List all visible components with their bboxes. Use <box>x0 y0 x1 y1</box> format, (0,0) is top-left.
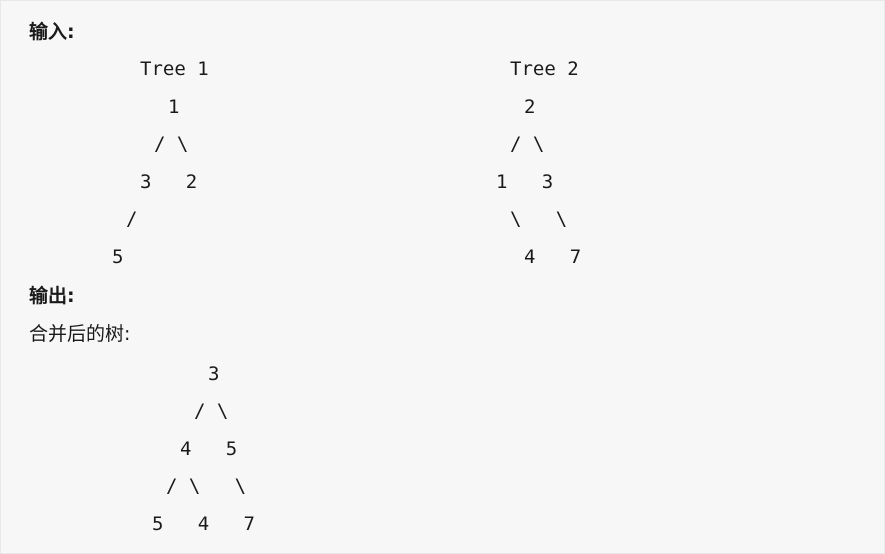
merged-nodes-level2: 4 5 <box>180 438 238 460</box>
tree2-nodes-level3: 4 7 <box>524 246 582 268</box>
merged-node-3: 3 <box>208 363 220 385</box>
merged-edges-level2: / \ \ <box>166 475 247 497</box>
output-label: 输出: <box>29 285 75 307</box>
tree2-nodes-level2: 1 3 <box>496 171 554 193</box>
tree1-node-5: 5 <box>112 246 124 268</box>
tree1-edges-root: / \ <box>154 133 189 155</box>
tree1-nodes-level2: 3 2 <box>140 171 198 193</box>
merged-edges-root: / \ <box>194 400 229 422</box>
tree1-node-1: 1 <box>168 96 180 118</box>
tree2-edges-root: / \ <box>510 133 545 155</box>
merged-tree-label: 合并后的树: <box>29 323 131 345</box>
tree2-node-2: 2 <box>524 96 536 118</box>
tree1-title: Tree 1 <box>140 58 209 80</box>
tree2-title: Tree 2 <box>510 58 579 80</box>
tree2-edges-level2: \ \ <box>510 208 568 230</box>
merged-nodes-level3: 5 4 7 <box>152 513 255 535</box>
tree1-edge-left: / <box>126 208 138 230</box>
input-label: 输入: <box>29 21 75 43</box>
